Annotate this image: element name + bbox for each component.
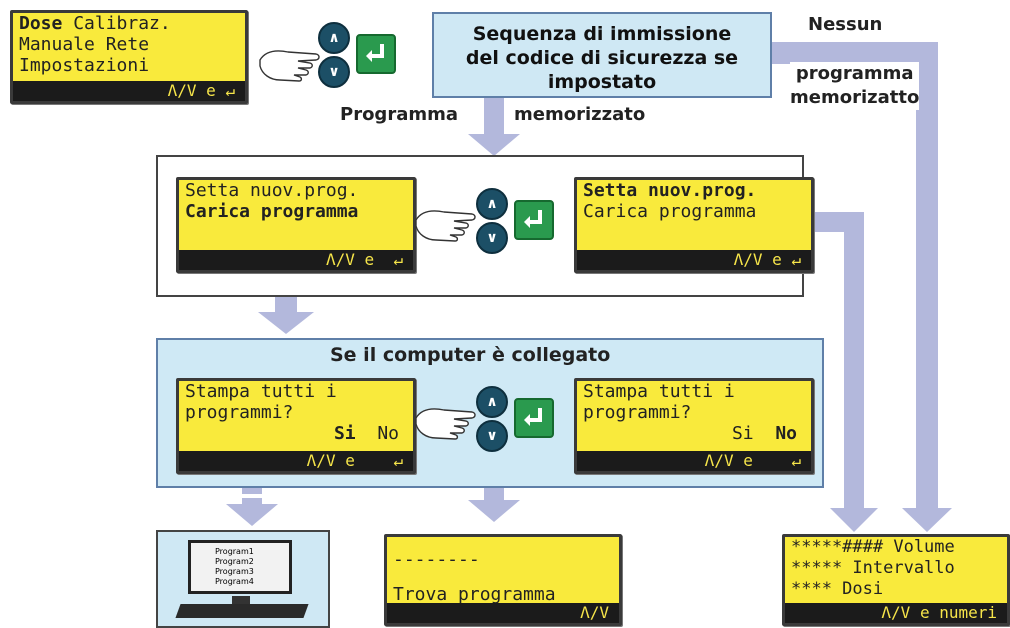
flow-pipe: [275, 294, 297, 316]
screen-footer: Λ/V e ↵: [13, 81, 245, 101]
screen-line-1: *****#### Volume: [791, 537, 955, 557]
stampa-no-screen: Stampa tutti i programmi? Si No Λ/V e ↵: [574, 378, 814, 474]
no-option: No: [775, 423, 797, 444]
screen-line-1: --------: [393, 549, 480, 570]
enter-button[interactable]: [514, 398, 554, 438]
menu-line-3: Impostazioni: [19, 55, 150, 76]
pointing-hand-icon: [415, 210, 476, 242]
security-code-box: Sequenza di immissione del codice di sic…: [432, 12, 772, 98]
enter-button[interactable]: [514, 200, 554, 240]
enter-icon: [524, 210, 542, 228]
monitor-item: Program1: [215, 547, 254, 556]
monitor-item: Program4: [215, 577, 254, 586]
pointing-hand-icon: [259, 50, 320, 82]
screen-line-3: Si No: [577, 423, 811, 444]
keyboard: [175, 604, 309, 618]
computer-monitor: Program1 Program2 Program3 Program4: [156, 530, 330, 628]
si-option: Si: [731, 423, 754, 444]
flow-pipe: [772, 42, 934, 64]
screen-footer: Λ/V e ↵: [577, 250, 811, 270]
screen-line-2: programmi?: [583, 402, 692, 423]
down-button[interactable]: ∨: [476, 222, 508, 254]
flow-pipe: [484, 486, 504, 504]
no-option: No: [377, 423, 399, 444]
enter-button[interactable]: [356, 34, 396, 74]
flow-arrow: [830, 508, 878, 532]
flow-pipe: [844, 212, 864, 512]
flow-arrow: [226, 504, 278, 526]
screen-footer: Λ/V e ↵: [179, 451, 413, 471]
monitor-screen: Program1 Program2 Program3 Program4: [188, 540, 292, 594]
screen-line-1: Setta nuov.prog.: [583, 180, 757, 201]
menu-line-2: Manuale Rete: [19, 34, 150, 55]
flow-pipe: [242, 486, 262, 494]
flow-arrow: [902, 508, 952, 532]
screen-line-3: Si No: [179, 423, 413, 444]
down-button[interactable]: ∨: [318, 56, 350, 88]
flow-pipe: [242, 498, 262, 504]
up-button[interactable]: ∧: [476, 188, 508, 220]
flow-arrow: [468, 134, 520, 156]
label-nessun: Nessun: [808, 14, 883, 35]
screen-line-2: Carica programma: [185, 201, 359, 222]
trova-programma-screen: -------- Trova programma Λ/V: [384, 534, 622, 626]
monitor-item: Program2: [215, 557, 254, 566]
screen-line-1: Stampa tutti i: [185, 381, 337, 402]
screen-line-3: **** Dosi: [791, 579, 884, 599]
screen-footer: Λ/V: [387, 603, 619, 623]
security-line-3: impostato: [547, 71, 657, 93]
up-button[interactable]: ∧: [476, 386, 508, 418]
screen-line-2: Carica programma: [583, 201, 757, 222]
label-computer: Se il computer è collegato: [330, 344, 611, 366]
si-option: Si: [333, 423, 356, 444]
screen-line-1: Stampa tutti i: [583, 381, 735, 402]
screen-footer: Λ/V e numeri: [785, 603, 1007, 623]
volume-intervallo-screen: *****#### Volume ***** Intervallo **** D…: [782, 534, 1010, 626]
security-line-2: del codice di sicurezza se: [465, 47, 739, 69]
flow-arrow: [258, 312, 314, 334]
flow-pipe: [484, 98, 504, 138]
monitor-item: Program3: [215, 567, 254, 576]
security-line-1: Sequenza di immissione: [472, 23, 732, 45]
screen-line-2: ***** Intervallo: [791, 558, 955, 578]
label-memorizzato: memorizzato: [514, 104, 646, 125]
screen-line-1: Setta nuov.prog.: [185, 180, 359, 201]
screen-line-2: Trova programma: [393, 584, 556, 605]
main-menu-screen: Dose Calibraz. Manuale Rete Impostazioni…: [10, 10, 248, 104]
menu-line-1: Dose Calibraz.: [19, 13, 171, 34]
up-button[interactable]: ∧: [318, 22, 350, 54]
pointing-hand-icon: [415, 408, 476, 440]
enter-icon: [524, 408, 542, 426]
monitor-stand: [232, 596, 250, 604]
label-programma: Programma: [340, 104, 459, 125]
label-programma-memorizatto: programma memorizatto: [790, 62, 920, 110]
enter-icon: [366, 44, 384, 62]
setta-nuovo-programma-screen: Setta nuov.prog. Carica programma Λ/V e …: [574, 177, 814, 273]
carica-programma-screen: Setta nuov.prog. Carica programma Λ/V e …: [176, 177, 416, 273]
flow-arrow: [468, 500, 520, 522]
screen-footer: Λ/V e ↵: [577, 451, 811, 471]
down-button[interactable]: ∨: [476, 420, 508, 452]
screen-footer: Λ/V e ↵: [179, 250, 413, 270]
screen-line-2: programmi?: [185, 402, 294, 423]
flow-pipe: [916, 42, 938, 512]
stampa-si-screen: Stampa tutti i programmi? Si No Λ/V e ↵: [176, 378, 416, 474]
